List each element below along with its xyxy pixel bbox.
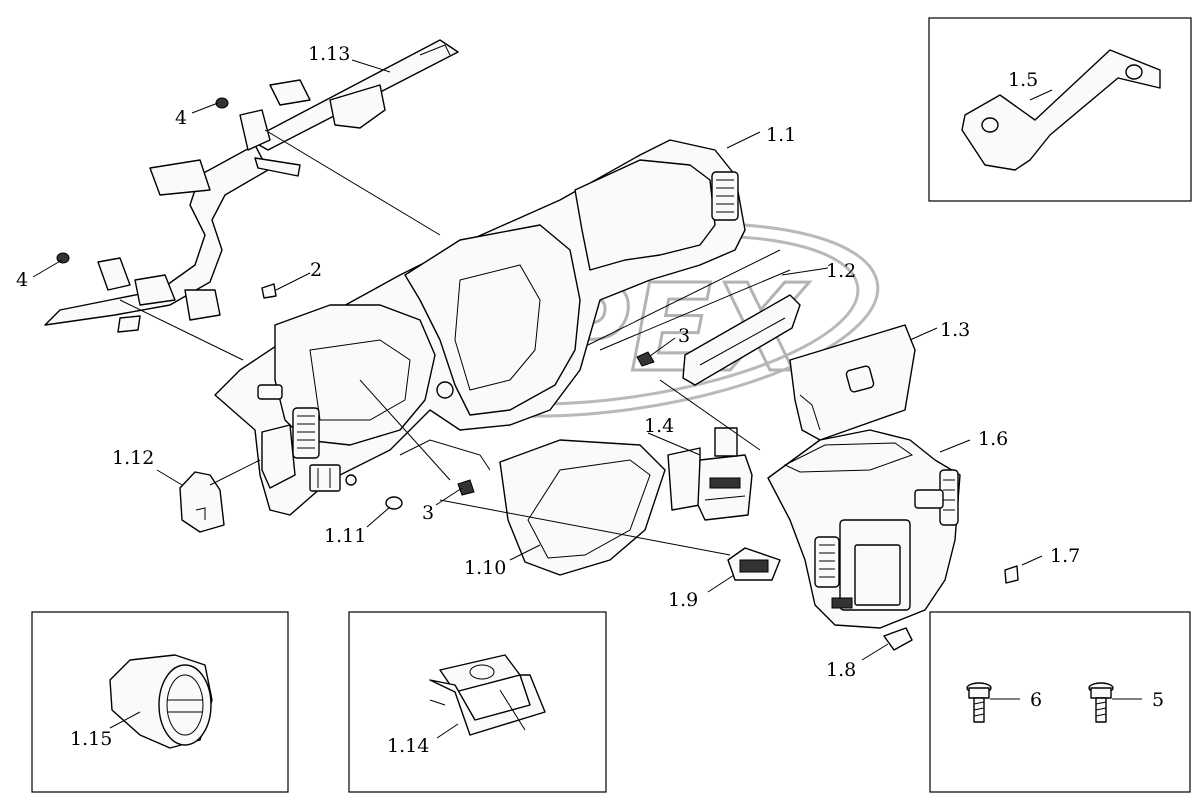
part-1-4-radio-bracket xyxy=(667,427,753,521)
label-3-right: 3 xyxy=(678,325,690,347)
labels: 1.13 4 4 2 1.1 1.2 1.3 3 1.4 1.5 1.6 1.7… xyxy=(16,43,1164,757)
part-1-2-glovebox-inner xyxy=(682,294,801,386)
inset-box-fasteners xyxy=(929,611,1191,793)
bolt-6 xyxy=(966,682,992,723)
label-1-3: 1.3 xyxy=(940,319,970,341)
label-3-left: 3 xyxy=(422,502,434,524)
part-1-1-dashboard xyxy=(214,139,746,516)
part-1-12-trim xyxy=(179,471,225,533)
label-1-12: 1.12 xyxy=(112,447,154,469)
label-2: 2 xyxy=(310,259,322,281)
label-1-6: 1.6 xyxy=(978,428,1008,450)
label-1-4: 1.4 xyxy=(644,415,674,437)
leader-lines xyxy=(32,59,1142,739)
part-1-8-cover xyxy=(883,627,913,651)
part-1-3-glovebox-lid xyxy=(789,324,916,441)
label-1-2: 1.2 xyxy=(826,260,856,282)
part-1-14-clip xyxy=(429,654,546,736)
label-1-5: 1.5 xyxy=(1008,69,1038,91)
part-1-10-cluster-hood xyxy=(499,439,666,576)
label-4-lower: 4 xyxy=(16,269,28,291)
inset-box-1-5 xyxy=(928,17,1192,202)
part-1-5-bracket xyxy=(961,49,1161,171)
label-6: 6 xyxy=(1030,689,1042,711)
label-1-11: 1.11 xyxy=(324,525,366,547)
label-1-10: 1.10 xyxy=(464,557,506,579)
part-1-13-crossbeam xyxy=(44,39,459,333)
fastener-nut-4-lower xyxy=(56,252,70,264)
label-4-upper: 4 xyxy=(175,107,187,129)
label-1-8: 1.8 xyxy=(826,659,856,681)
bolt-5 xyxy=(1088,682,1114,723)
label-1-15: 1.15 xyxy=(70,728,112,750)
fastener-bolt-3-right xyxy=(636,351,655,367)
inset-box-1-14 xyxy=(348,611,607,793)
fastener-screw-2 xyxy=(261,283,277,299)
label-1-1: 1.1 xyxy=(766,124,796,146)
part-1-11-plug xyxy=(385,496,403,510)
label-1-9: 1.9 xyxy=(668,589,698,611)
inset-box-1-15 xyxy=(31,611,289,793)
part-1-7-clip xyxy=(1004,565,1019,584)
fastener-nut-4-upper xyxy=(215,97,229,109)
label-1-7: 1.7 xyxy=(1050,545,1080,567)
label-1-14: 1.14 xyxy=(387,735,429,757)
part-1-15-vent xyxy=(109,654,213,749)
part-1-9-ashtray xyxy=(727,547,781,581)
part-1-6-center-bezel xyxy=(767,429,961,629)
label-1-13: 1.13 xyxy=(308,43,350,65)
fastener-bolt-3-left xyxy=(457,479,475,496)
label-5: 5 xyxy=(1152,689,1164,711)
